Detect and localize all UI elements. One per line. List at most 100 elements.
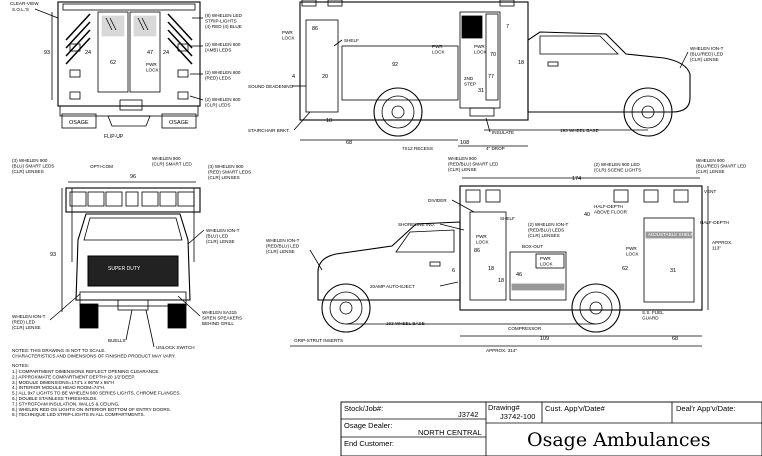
side-bot-divider: DIVIDER — [428, 198, 447, 203]
front-opti-com: OPTI-COM — [90, 164, 113, 169]
side-bot-approx-113: APPROX.113" — [712, 240, 732, 250]
side-bot-wheelbase: 193 WHEEL BASE — [386, 321, 425, 326]
tb-stock-label: Stock/Job#: — [344, 404, 383, 413]
front-grille — [87, 255, 179, 287]
rear-amb-leds-label: (2) WHELEN 600(AMB) LEDS — [205, 42, 241, 52]
side-top-recess: 7X12 RECESS — [402, 146, 433, 151]
side-bot-ion-t: WHELEN ION-T(RED/BLU) LED(CLR) LENSE — [266, 238, 300, 254]
rear-dim-door: 62 — [110, 60, 116, 66]
front-light-bar — [69, 191, 195, 207]
tb-stock-value: J3742 — [458, 410, 478, 419]
rear-flip-up-label: FLIP-UP — [104, 134, 124, 140]
tb-drawing-value: J3742-100 — [500, 412, 535, 421]
side-bot-dim-j: 68 — [672, 336, 678, 342]
side-bot-half-depth: HALF-DEPTH — [700, 220, 729, 225]
side-top-wheelbase: 193 WHEEL BASE — [560, 128, 599, 133]
notes-title: NOTES: — [12, 363, 29, 368]
side-bot-compressor: COMPRESSOR — [508, 326, 542, 331]
side-top-dim-f: 68 — [346, 140, 352, 146]
rear-mudflap-left-text: OSAGE — [69, 120, 89, 126]
side-bot-rear-wheel — [571, 283, 621, 333]
side-top-dim-a: 86 — [312, 26, 318, 32]
front-dim-h: 93 — [50, 252, 56, 258]
side-bot-adjustable: ADJUSTABLE SHELF — [648, 232, 694, 237]
rear-view: CLEAR-VIEW S.O.L.'S OSAGE OSAGE — [10, 1, 242, 140]
rear-door-right — [129, 11, 161, 93]
side-bot-front-wheel — [321, 283, 371, 333]
rear-module-body — [57, 1, 201, 107]
side-bot-auto-eject: 20AMP AUTO-EJECT — [370, 284, 415, 289]
front-grille-text: SUPER DUTY — [108, 266, 141, 272]
side-top-dim-b: 92 — [392, 62, 398, 68]
side-bot-box-out: BOX-OUT — [522, 244, 543, 249]
side-top-dim-e: 10 — [326, 118, 332, 124]
front-unlock: UNLOCK SWITCH — [156, 345, 195, 350]
front-ion-t-blu: WHELEN ION-T(BLU) LED(CLR) LENSE — [206, 228, 240, 244]
rear-door-left — [97, 11, 129, 93]
side-bot-grip-strut: GRIP-STRUT INSERTS — [294, 338, 343, 343]
front-module-top — [65, 187, 201, 213]
tb-dealer-value: NORTH CENTRAL — [418, 428, 482, 437]
side-top-cab — [527, 31, 691, 113]
side-top-sound: SOUND DEADENING — [248, 84, 294, 89]
side-bot-w900-right: WHELEN 900(BLU/RED) SMART LED(CLR) LENSE — [696, 158, 747, 174]
side-bot-dim-b: 40 — [584, 212, 590, 218]
tb-drawing-label: Drawing# — [488, 403, 521, 412]
front-view: (3) WHELEN 900(BLU) SMART LEDS(CLR) LENS… — [12, 156, 251, 350]
front-ion-t-red: WHELEN ION-T(RED) LED(CLR) LENSE — [12, 314, 46, 330]
side-bot-dim-e: 46 — [516, 272, 522, 278]
notes-block: NOTES: THIS DRAWING IS NOT TO SCALE.CHAR… — [12, 348, 181, 417]
rear-sols-label: S.O.L.'S — [12, 7, 29, 12]
side-view-bottom: WHELEN 900(RED/BLU) SMART LED(CLR) LENSE… — [266, 156, 747, 353]
side-bot-dim-g: 31 — [670, 268, 676, 274]
rear-mudflap-left — [61, 113, 97, 129]
side-top-drop: 4" DROP — [486, 146, 505, 151]
front-cab — [75, 213, 191, 301]
notes-disclaimer: NOTES: THIS DRAWING IS NOT TO SCALE.CHAR… — [12, 348, 176, 358]
side-top-dim-i: 77 — [488, 74, 494, 80]
side-top-insulate: INSULATE — [492, 130, 514, 135]
rear-clear-view-label: CLEAR-VIEW — [10, 1, 39, 6]
tb-brand: Osage Ambulances — [527, 429, 711, 451]
side-bot-approx-314: APPROX. 314" — [486, 348, 517, 353]
rear-strip-lights — [65, 13, 193, 65]
side-bot-w900-scene: (2) WHELEN 900 LED(CLR) SCENE LIGHTS — [594, 162, 641, 172]
side-top-dim-k: 18 — [518, 60, 524, 66]
side-bot-dim-c: 86 — [474, 248, 480, 254]
rear-clr-leds-label: (2) WHELEN 600(CLR) LEDS — [205, 97, 241, 107]
side-bot-dim-a: 174 — [572, 176, 581, 182]
side-bot-shoreline: SHORELINE IND. — [398, 222, 435, 227]
rear-red-leds-label: (2) WHELEN 600(RED) LEDS — [205, 70, 241, 80]
rear-mudflap-right — [161, 113, 197, 129]
front-w900-left: (3) WHELEN 900(BLU) SMART LEDS(CLR) LENS… — [12, 158, 54, 174]
side-top-dim-h: 31 — [478, 88, 484, 94]
side-bot-ion-t-2: (2) WHELEN ION-T(RED/BLU) LEDS(CLR) LENS… — [528, 222, 569, 238]
side-top-dim-c: 4 — [292, 74, 295, 80]
side-top-ion-t: WHELEN ION-T(BLU/RED) LED(CLR) LENSE — [690, 46, 724, 62]
rear-dim-w1: 24 — [85, 50, 91, 56]
notes-list: 1.) COMPARTMENT DIMENSIONS REFLECT OPENI… — [12, 369, 181, 417]
side-bot-top-lights — [465, 189, 689, 203]
side-top-dim-g: 108 — [460, 140, 469, 146]
tb-cust-label: Cust. App'v/Date# — [545, 404, 606, 413]
side-bot-dim-i: 109 — [540, 336, 549, 342]
side-top-dim-d: 20 — [322, 74, 328, 80]
side-top-dim-j: 70 — [490, 52, 496, 58]
side-bot-dim-k: 6 — [452, 268, 455, 274]
tb-dealer-label: Osage Dealer: — [344, 421, 392, 430]
rear-dim-w3: 24 — [163, 50, 169, 56]
rear-mudflap-right-text: OSAGE — [169, 120, 189, 126]
rear-dim-w2: 47 — [147, 50, 153, 56]
side-bot-dim-h: 18 — [498, 278, 504, 284]
side-top-rear-wheel — [373, 87, 423, 137]
